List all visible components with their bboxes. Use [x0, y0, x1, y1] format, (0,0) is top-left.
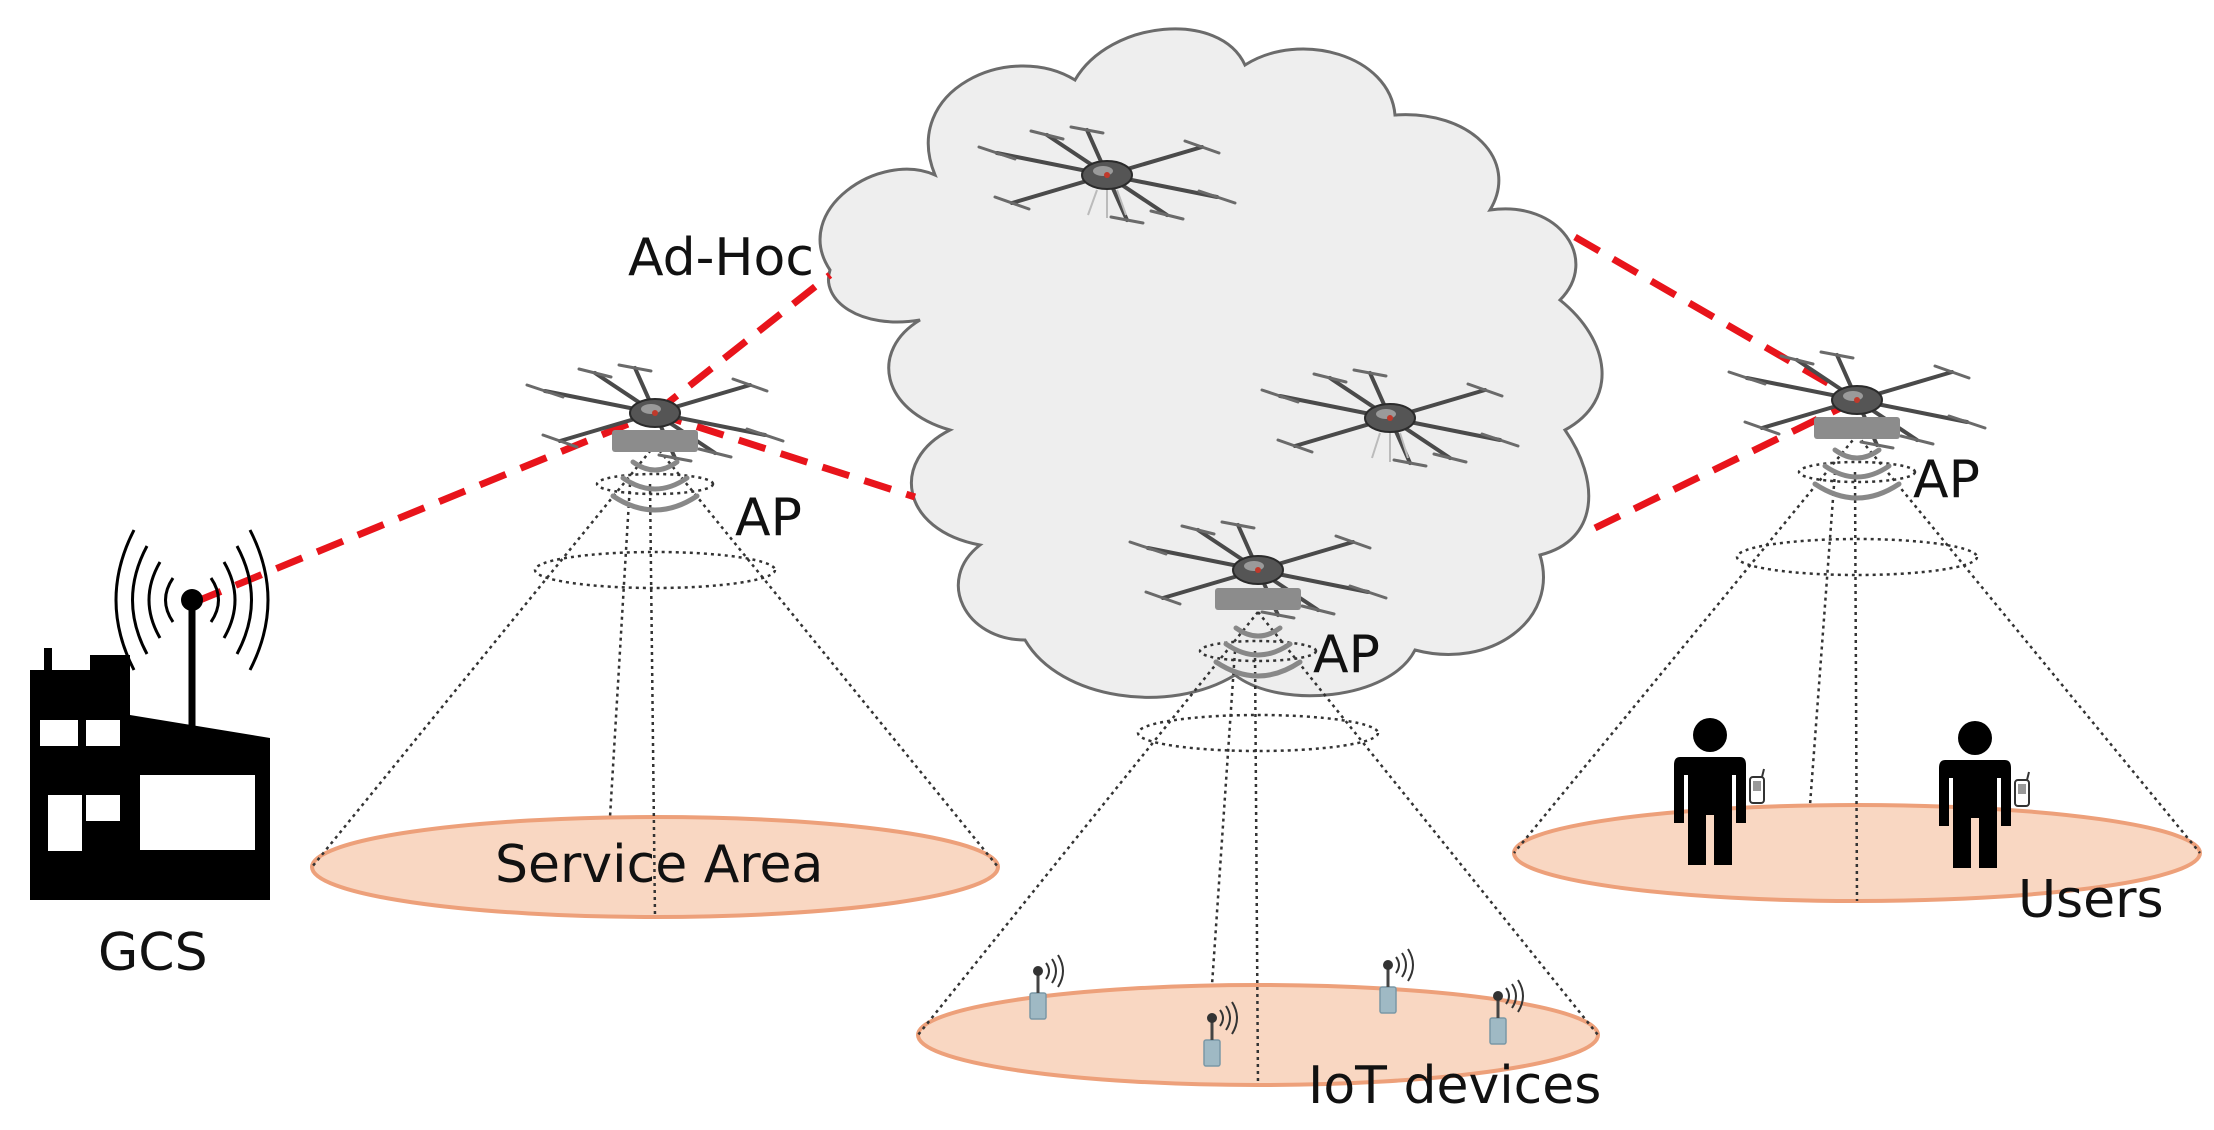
ap-label-right: AP — [1913, 450, 1980, 510]
ap-drone-middle — [1128, 520, 1388, 676]
ap-module — [612, 430, 698, 452]
users-label: Users — [2018, 870, 2164, 930]
ap-module — [1814, 417, 1900, 439]
ap-label-middle: AP — [1313, 625, 1380, 685]
iot-devices-label: IoT devices — [1308, 1056, 1601, 1116]
coverage-cones — [311, 434, 2201, 1086]
adhoc-links — [193, 233, 1859, 606]
ap-drone-left — [525, 363, 785, 510]
building-antenna-icon — [30, 529, 270, 900]
service-area-label: Service Area — [495, 835, 823, 895]
uav-cloud — [818, 27, 1604, 699]
wifi-signal-icon — [613, 462, 697, 510]
ap-drone-right — [1727, 350, 1987, 498]
wifi-signal-icon — [1815, 450, 1899, 498]
service-area-ellipse — [310, 815, 1000, 919]
ap-module — [1215, 588, 1301, 610]
ap-label-left: AP — [735, 488, 802, 548]
adhoc-label: Ad-Hoc — [628, 228, 814, 288]
propeller-wash — [1087, 189, 1409, 462]
gcs-label: GCS — [98, 923, 208, 983]
